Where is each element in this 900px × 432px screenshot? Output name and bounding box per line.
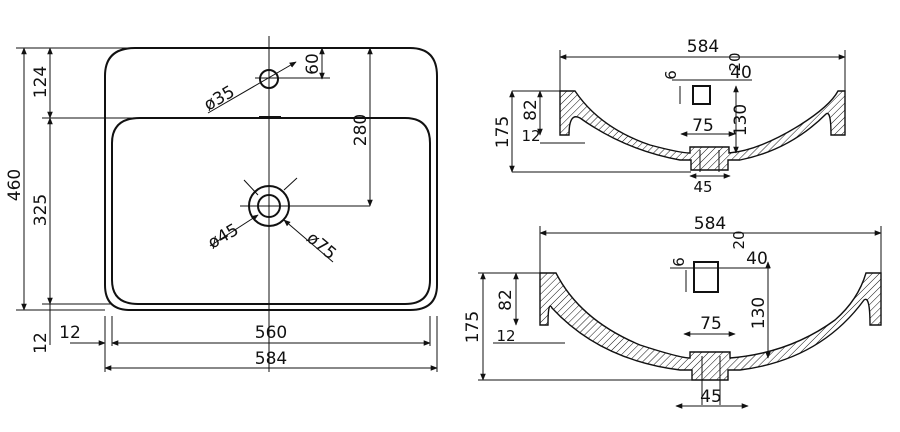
section-b-body xyxy=(539,272,882,381)
label-drain-dia: ø45 xyxy=(205,220,243,253)
section-b-label-drain-top: 75 xyxy=(700,314,722,334)
tap-hole xyxy=(259,69,279,89)
drain-outer-leader xyxy=(283,219,334,263)
label-height-lip: 12 xyxy=(31,332,51,354)
label-drain-offset: 280 xyxy=(351,114,371,146)
section-a-label-drain-bottom: 45 xyxy=(693,178,712,196)
section-a-label-rim-depth: 82 xyxy=(521,99,541,121)
top-view: 460 124 325 12 12 560 584 60 280 ø35 ø45… xyxy=(5,36,438,372)
section-b-label-bottom: 12 xyxy=(496,327,515,345)
section-a-label-total-height: 175 xyxy=(493,116,513,148)
label-height-total: 460 xyxy=(5,169,25,201)
section-b-label-total-height: 175 xyxy=(463,311,483,343)
section-view-b: 584 20 6 40 82 175 12 130 75 45 xyxy=(463,214,882,409)
section-b-label-rim-offset: 20 xyxy=(730,230,748,249)
section-a-label-rim-offset: 20 xyxy=(726,52,744,71)
label-tap-hole-offset: 60 xyxy=(303,53,323,75)
drain-tick-b xyxy=(283,177,298,191)
section-b-label-wall: 6 xyxy=(670,257,688,267)
section-a-label-drain-top: 75 xyxy=(692,116,714,136)
section-b-overflow xyxy=(693,261,719,293)
basin-inner-outline xyxy=(111,117,431,305)
drain-tick-a xyxy=(243,179,259,196)
section-b-label-overflow: 40 xyxy=(746,249,768,269)
section-b-label-drain-bottom: 45 xyxy=(700,387,722,407)
basin-outer-outline xyxy=(104,47,438,311)
label-lip-width: 12 xyxy=(59,323,81,343)
drain-inner xyxy=(257,194,281,218)
section-b-label-rim-depth: 82 xyxy=(496,289,516,311)
drain-outer xyxy=(248,185,290,227)
section-a-label-bottom: 12 xyxy=(521,127,540,145)
label-tap-hole-dia: ø35 xyxy=(201,82,239,115)
label-height-basin: 325 xyxy=(31,194,51,226)
section-a-label-wall: 6 xyxy=(662,70,680,80)
label-inner-width: 560 xyxy=(255,323,287,343)
label-height-upper: 124 xyxy=(31,66,51,98)
section-a-overflow xyxy=(692,85,711,105)
section-view-a: 584 20 6 40 82 175 12 130 75 45 xyxy=(493,37,846,196)
section-a-label-depth: 130 xyxy=(731,104,751,136)
section-b-label-width: 584 xyxy=(694,214,726,234)
tap-hole-leader xyxy=(207,61,297,114)
label-outer-width: 584 xyxy=(255,349,287,369)
section-b-label-depth: 130 xyxy=(749,297,769,329)
section-a-label-overflow: 40 xyxy=(730,63,752,83)
section-a-label-width: 584 xyxy=(687,37,719,57)
label-drain-outer-dia: ø75 xyxy=(303,228,340,264)
drain-inner-leader xyxy=(209,214,259,247)
section-a-body xyxy=(559,90,846,171)
